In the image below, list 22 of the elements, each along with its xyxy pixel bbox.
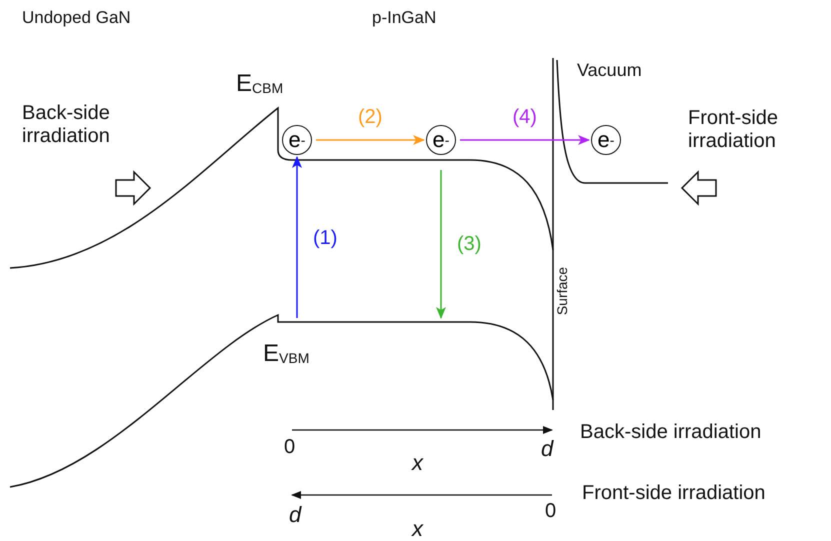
surface-label: Surface bbox=[554, 266, 570, 316]
edge-label: (3) bbox=[455, 233, 484, 255]
axis-label: d bbox=[541, 436, 554, 462]
region-label: Vacuum bbox=[577, 60, 642, 81]
axis-label: x bbox=[412, 450, 423, 476]
axis-caption: Front-side irradiation bbox=[582, 482, 766, 505]
axis-label: 0 bbox=[545, 500, 556, 523]
edge-label: (2) bbox=[356, 106, 384, 128]
edge-label: (1) bbox=[311, 226, 340, 248]
region-label: Undoped GaN bbox=[22, 8, 131, 28]
edge-label: (4) bbox=[510, 106, 539, 128]
irradiation-label: Back-side irradiation bbox=[22, 102, 111, 148]
axis-label: 0 bbox=[284, 436, 296, 459]
arrow bbox=[292, 156, 302, 318]
arrow bbox=[316, 135, 425, 145]
axis-label: x bbox=[412, 516, 423, 541]
region-label: p-InGaN bbox=[372, 8, 436, 28]
irradiation-label: Front-side irradiation bbox=[688, 107, 780, 153]
arrow bbox=[460, 135, 590, 145]
axis-label: d bbox=[289, 502, 302, 528]
arrow bbox=[436, 170, 446, 319]
axis-caption: Back-side irradiation bbox=[580, 421, 762, 444]
